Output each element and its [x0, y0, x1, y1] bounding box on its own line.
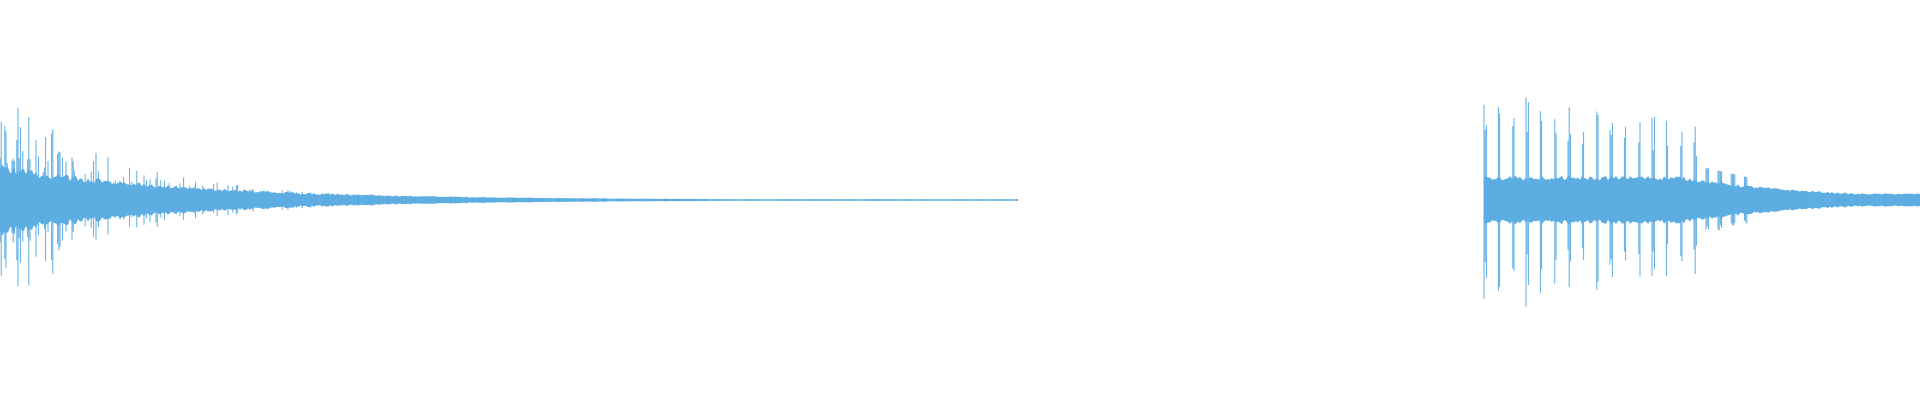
waveform-body	[0, 164, 1018, 236]
waveform-segment-second-sound	[1483, 97, 1920, 307]
waveform-body	[1484, 175, 1920, 225]
waveform-segment-first-sound	[0, 108, 1018, 286]
